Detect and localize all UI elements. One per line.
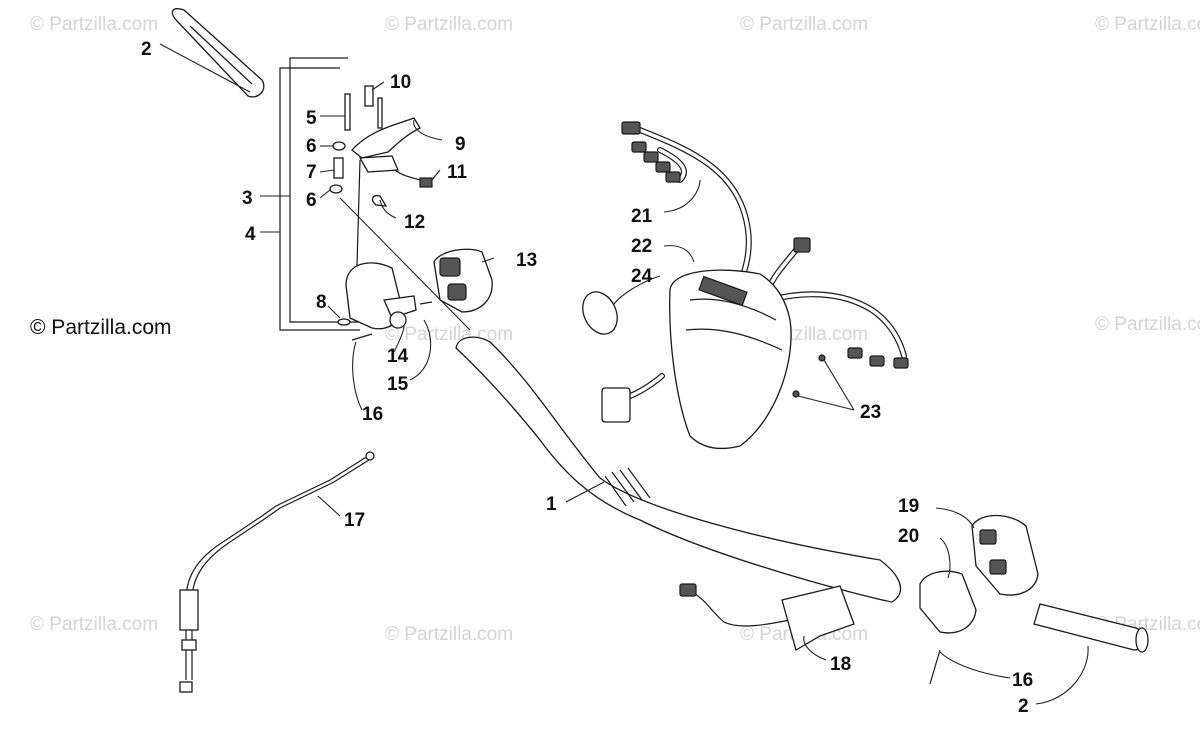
bolt-5 bbox=[344, 93, 351, 131]
watermarks: © Partzilla.com © Partzilla.com © Partzi… bbox=[30, 14, 1200, 645]
callout-7: 7 bbox=[306, 162, 317, 183]
callout-6: 6 bbox=[306, 190, 317, 211]
lever-9 bbox=[351, 117, 421, 159]
bushing-7 bbox=[333, 157, 344, 179]
callout-9: 9 bbox=[455, 134, 466, 155]
screws-23[interactable] bbox=[792, 354, 826, 398]
callout-11: 11 bbox=[447, 162, 468, 183]
washer-6b bbox=[329, 184, 343, 194]
lever-plate bbox=[358, 155, 399, 173]
callout-12: 12 bbox=[404, 212, 425, 233]
clip-12 bbox=[371, 194, 388, 207]
callout-17: 17 bbox=[344, 510, 365, 531]
callout-20: 20 bbox=[898, 526, 919, 547]
watermark: © Partzilla.com bbox=[30, 614, 158, 635]
left-grip[interactable] bbox=[171, 8, 265, 98]
right-grip[interactable] bbox=[1033, 603, 1149, 653]
brake-switch[interactable] bbox=[679, 583, 855, 651]
watermark: © Partzilla.com bbox=[30, 14, 158, 35]
watermark: © Partzilla.com bbox=[1095, 314, 1200, 335]
left-switch-housing[interactable] bbox=[433, 248, 493, 313]
pin-10 bbox=[364, 85, 374, 107]
handlebar[interactable] bbox=[455, 336, 902, 603]
watermark: © Partzilla.com bbox=[385, 14, 513, 35]
bracket-group bbox=[279, 57, 360, 331]
handlebar-pad[interactable] bbox=[669, 269, 792, 450]
callout-4: 4 bbox=[245, 224, 256, 245]
connector-11 bbox=[419, 177, 433, 188]
callout-24: 24 bbox=[631, 266, 653, 287]
callout-10: 10 bbox=[390, 72, 411, 93]
leader-lines bbox=[159, 43, 1089, 705]
brand-label: © Partzilla.com bbox=[30, 316, 172, 339]
pin-10b bbox=[377, 97, 383, 129]
callout-2: 2 bbox=[141, 39, 152, 60]
callout-16: 16 bbox=[1012, 670, 1033, 691]
callout-5: 5 bbox=[306, 108, 317, 129]
callout-2: 2 bbox=[1018, 696, 1029, 717]
callout-19: 19 bbox=[898, 496, 919, 517]
watermark: © Partzilla.com bbox=[1095, 14, 1200, 35]
callout-6: 6 bbox=[306, 136, 317, 157]
watermark: © Partzilla.com bbox=[385, 624, 513, 645]
callout-16: 16 bbox=[362, 404, 383, 425]
washer-6a bbox=[332, 141, 346, 151]
callout-labels: 2 3 4 5 6 7 6 10 9 11 12 13 8 14 15 16 1… bbox=[141, 39, 1033, 717]
callout-21: 21 bbox=[631, 206, 653, 227]
callout-8: 8 bbox=[316, 292, 327, 313]
callout-14: 14 bbox=[387, 346, 409, 367]
callout-18: 18 bbox=[830, 654, 851, 675]
cable-tie-24[interactable] bbox=[576, 286, 624, 339]
right-switch-assembly[interactable] bbox=[919, 514, 1039, 685]
callout-23: 23 bbox=[860, 402, 881, 423]
callout-1: 1 bbox=[546, 494, 557, 515]
callout-15: 15 bbox=[387, 374, 409, 395]
callout-3: 3 bbox=[242, 188, 253, 209]
throttle-assembly[interactable] bbox=[329, 85, 433, 301]
callout-13: 13 bbox=[516, 250, 537, 271]
callout-22: 22 bbox=[631, 236, 652, 257]
watermark: © Partzilla.com bbox=[740, 14, 868, 35]
throttle-cable[interactable] bbox=[179, 451, 375, 693]
throttle-housing[interactable] bbox=[337, 262, 433, 341]
